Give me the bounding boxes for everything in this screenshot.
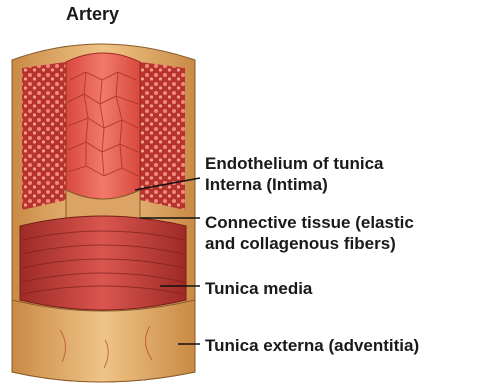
label-media: Tunica media: [205, 278, 312, 299]
intima-layer: [66, 53, 140, 199]
adventitia-base: [12, 300, 195, 382]
wall-cut-left: [22, 62, 66, 210]
media-layer: [20, 216, 186, 310]
label-externa: Tunica externa (adventitia): [205, 335, 419, 356]
label-connective-1: Connective tissue (elastic: [205, 212, 414, 233]
label-endothelium-2: Interna (Intima): [205, 174, 328, 195]
label-connective-2: and collagenous fibers): [205, 233, 396, 254]
label-endothelium-1: Endothelium of tunica: [205, 153, 384, 174]
